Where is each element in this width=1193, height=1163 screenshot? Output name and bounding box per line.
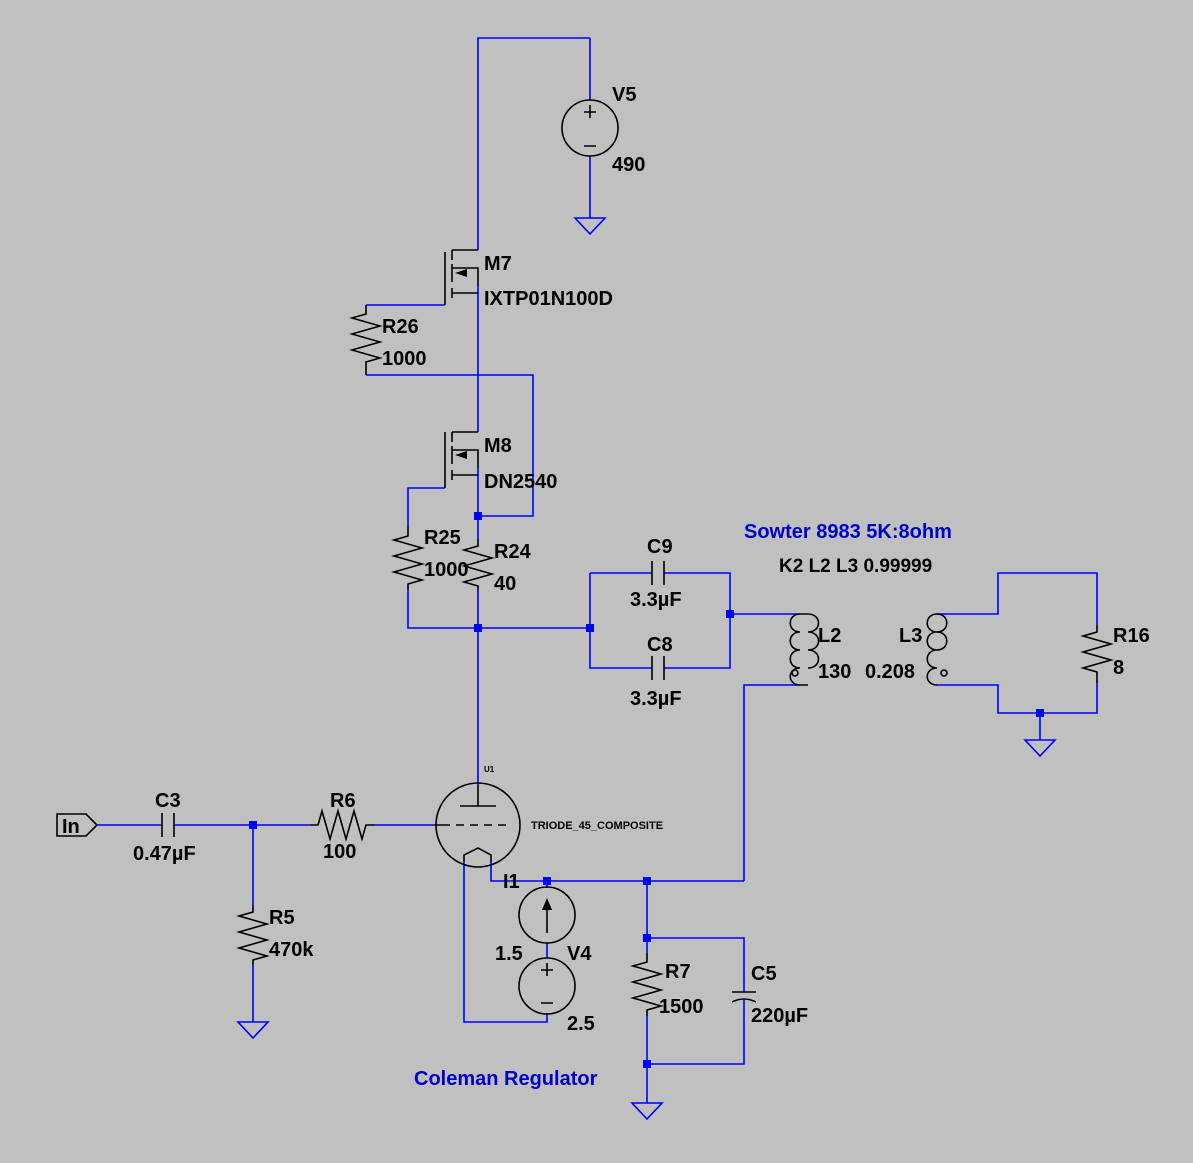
- r26-resistor[interactable]: R26 1000: [349, 305, 427, 375]
- r24-name: R24: [494, 541, 532, 563]
- r7-value: 1500: [659, 996, 704, 1018]
- r24-value: 40: [494, 573, 516, 595]
- m7-name: M7: [484, 253, 512, 275]
- v4-name: V4: [567, 943, 592, 965]
- c3-name: C3: [155, 790, 181, 812]
- v5-value: 490: [612, 154, 645, 176]
- regulator-note: Coleman Regulator: [414, 1068, 598, 1090]
- input-port[interactable]: In: [56, 813, 99, 838]
- m8-name: M8: [484, 435, 512, 457]
- r16-value: 8: [1113, 657, 1124, 679]
- v4-value: 2.5: [567, 1013, 595, 1035]
- c9-value: 3.3µF: [630, 589, 682, 611]
- input-port-label: In: [62, 816, 80, 838]
- r6-resistor[interactable]: R6 100: [310, 790, 375, 863]
- v4-source[interactable]: V4 2.5: [518, 943, 595, 1035]
- r7-name: R7: [665, 961, 691, 983]
- v5-source[interactable]: V5 490: [561, 84, 645, 176]
- c3-value: 0.47µF: [133, 843, 196, 865]
- wires: [97, 37, 1098, 1103]
- c9-name: C9: [647, 536, 673, 558]
- c5-capacitor[interactable]: C5 220µF: [731, 963, 808, 1027]
- l3-inductor[interactable]: L3 0.208: [865, 613, 948, 686]
- i1-name: I1: [503, 871, 520, 893]
- transformer-note: Sowter 8983 5K:8ohm: [744, 521, 952, 543]
- r26-name: R26: [382, 316, 419, 338]
- m8-value: DN2540: [484, 471, 557, 493]
- r25-value: 1000: [424, 559, 469, 581]
- junctions: [249, 512, 1044, 1068]
- r24-resistor[interactable]: R24 40: [461, 539, 532, 595]
- r16-name: R16: [1113, 625, 1150, 647]
- c9-capacitor[interactable]: C9 3.3µF: [630, 536, 682, 611]
- r6-name: R6: [330, 790, 356, 812]
- r5-value: 470k: [269, 939, 314, 961]
- m7-mosfet[interactable]: M7 IXTP01N100D: [444, 249, 613, 310]
- u1-name: U1: [484, 765, 495, 774]
- coupling-directive: K2 L2 L3 0.99999: [779, 556, 932, 577]
- c8-capacitor[interactable]: C8 3.3µF: [630, 634, 682, 710]
- m7-value: IXTP01N100D: [484, 288, 613, 310]
- m8-mosfet[interactable]: M8 DN2540: [444, 431, 557, 493]
- r16-resistor[interactable]: R16 8: [1080, 625, 1150, 683]
- l2-value: 130: [818, 661, 851, 683]
- r6-value: 100: [323, 841, 356, 863]
- l3-name: L3: [899, 625, 922, 647]
- l2-name: L2: [818, 625, 841, 647]
- r7-resistor[interactable]: R7 1500: [630, 953, 704, 1018]
- ground-symbols: [236, 217, 1057, 1121]
- c8-value: 3.3µF: [630, 688, 682, 710]
- u1-triode[interactable]: U1 TRIODE_45_COMPOSITE: [434, 765, 663, 868]
- v5-name: V5: [612, 84, 636, 106]
- i1-value: 1.5: [495, 943, 523, 965]
- c5-value: 220µF: [751, 1005, 808, 1027]
- i1-current-source[interactable]: I1 1.5: [495, 871, 576, 965]
- ground-icon: [1023, 739, 1057, 758]
- l3-value: 0.208: [865, 661, 915, 683]
- ground-icon: [630, 1102, 664, 1121]
- l2-inductor[interactable]: L2 130: [789, 613, 851, 686]
- r5-name: R5: [269, 907, 295, 929]
- r26-value: 1000: [382, 348, 427, 370]
- c8-name: C8: [647, 634, 673, 656]
- ground-icon: [573, 217, 607, 236]
- c5-name: C5: [751, 963, 777, 985]
- ground-icon: [236, 1021, 270, 1040]
- u1-value: TRIODE_45_COMPOSITE: [531, 820, 663, 832]
- r25-resistor[interactable]: R25 1000: [391, 527, 469, 590]
- c3-capacitor[interactable]: C3 0.47µF: [133, 790, 196, 865]
- r5-resistor[interactable]: R5 470k: [236, 905, 314, 965]
- r25-name: R25: [424, 527, 461, 549]
